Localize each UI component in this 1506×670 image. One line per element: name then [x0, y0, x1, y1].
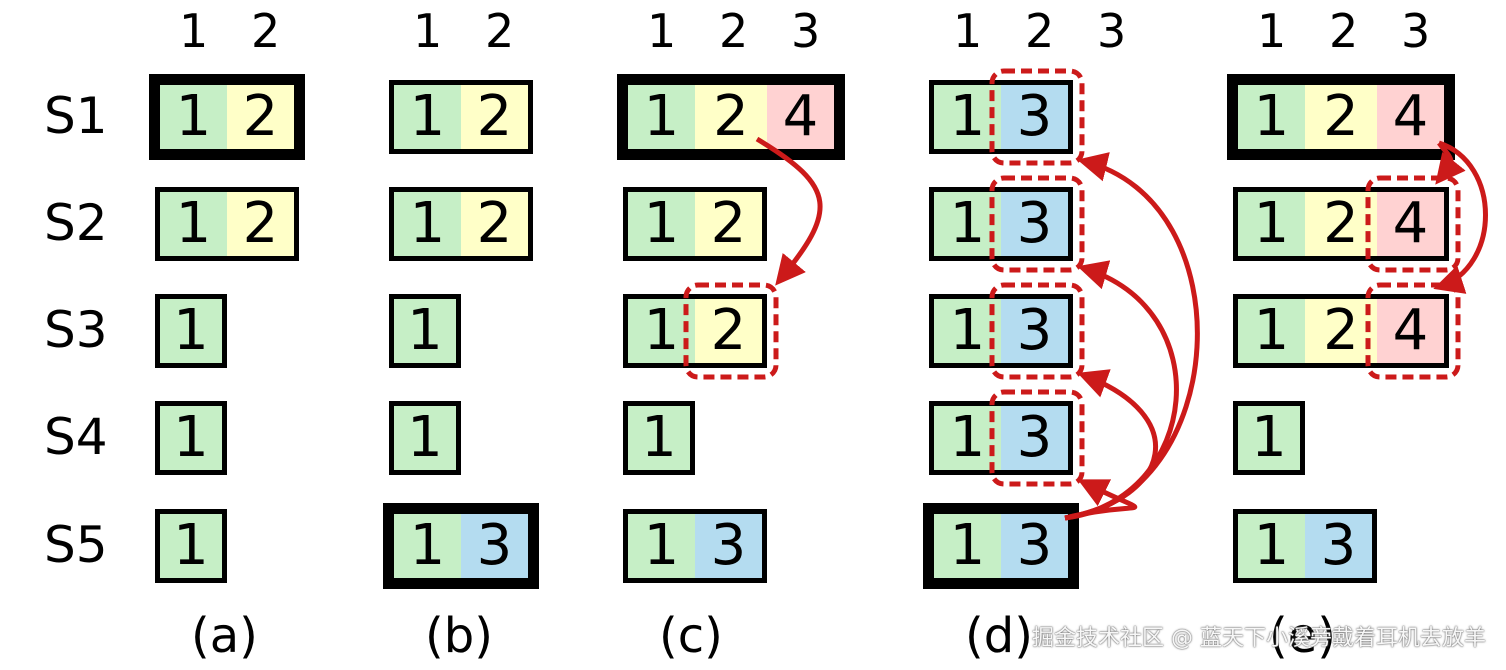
replication-arrow: [1064, 369, 1158, 521]
log-entry: 1: [1233, 509, 1310, 583]
replication-arrow: [1064, 479, 1138, 521]
panel-caption-1: (a): [191, 608, 258, 664]
log-entry: 3: [695, 509, 767, 583]
log-entry: 1: [929, 509, 1006, 583]
log-entry: 1: [623, 294, 700, 368]
replication-arrow: [1064, 152, 1200, 521]
log-entry: 2: [695, 294, 767, 368]
index-label-1-2: 2: [251, 4, 281, 58]
log-entry: 2: [1305, 187, 1382, 261]
server-label-s4: S4: [44, 408, 108, 466]
log-entry: 1: [1233, 187, 1310, 261]
log-entry: 1: [389, 80, 466, 154]
log-entry: 1: [623, 509, 700, 583]
index-label-3-3: 3: [791, 4, 821, 58]
index-label-3-2: 2: [719, 4, 749, 58]
panel-caption-4: (d): [965, 608, 1033, 664]
log-entry: 3: [1001, 294, 1073, 368]
server-label-s3: S3: [44, 301, 108, 359]
log-entry: 2: [1305, 294, 1382, 368]
log-entry: 3: [1001, 187, 1073, 261]
watermark: 掘金技术社区 @ 蓝天下小溪旁戴着耳机去放羊: [1032, 626, 1486, 651]
panel-caption-5: (e): [1269, 608, 1336, 664]
log-entry: 1: [1233, 80, 1310, 154]
log-entry: 3: [1305, 509, 1377, 583]
log-entry: 1: [1233, 294, 1310, 368]
log-entry: 2: [695, 80, 772, 154]
log-entry: 2: [227, 80, 299, 154]
log-entry: 1: [389, 187, 466, 261]
log-entry: 3: [1001, 401, 1073, 475]
server-label-s1: S1: [44, 87, 108, 145]
log-entry: 4: [1377, 80, 1449, 154]
log-entry: 2: [227, 187, 299, 261]
index-label-2-2: 2: [485, 4, 515, 58]
log-entry: 1: [155, 401, 227, 475]
panel-caption-2: (b): [425, 608, 493, 664]
log-entry: 4: [767, 80, 839, 154]
index-label-5-1: 1: [1257, 4, 1287, 58]
log-entry: 1: [155, 187, 232, 261]
log-entry: 2: [1305, 80, 1382, 154]
log-entry: 1: [929, 80, 1006, 154]
log-entry: 1: [389, 509, 466, 583]
index-label-2-1: 1: [413, 4, 443, 58]
log-entry: 1: [1233, 401, 1305, 475]
log-entry: 1: [389, 294, 461, 368]
log-entry: 1: [929, 401, 1006, 475]
log-entry: 1: [155, 294, 227, 368]
index-label-4-3: 3: [1097, 4, 1127, 58]
log-entry: 3: [1001, 80, 1073, 154]
index-label-5-3: 3: [1401, 4, 1431, 58]
log-entry: 1: [155, 80, 232, 154]
server-label-s2: S2: [44, 194, 108, 252]
log-entry: 1: [389, 401, 461, 475]
index-label-5-2: 2: [1329, 4, 1359, 58]
replication-arrow: [1064, 260, 1179, 521]
log-entry: 2: [461, 80, 533, 154]
log-entry: 2: [695, 187, 767, 261]
index-label-1-1: 1: [179, 4, 209, 58]
log-entry: 2: [461, 187, 533, 261]
log-entry: 4: [1377, 187, 1449, 261]
log-entry: 4: [1377, 294, 1449, 368]
index-label-4-1: 1: [953, 4, 983, 58]
log-entry: 3: [1001, 509, 1073, 583]
log-entry: 1: [929, 187, 1006, 261]
index-label-4-2: 2: [1025, 4, 1055, 58]
server-label-s5: S5: [44, 516, 108, 574]
panel-caption-3: (c): [659, 608, 723, 664]
log-entry: 1: [623, 187, 700, 261]
log-entry: 1: [623, 401, 695, 475]
log-entry: 1: [155, 509, 227, 583]
log-entry: 1: [929, 294, 1006, 368]
log-entry: 1: [623, 80, 700, 154]
log-entry: 3: [461, 509, 533, 583]
index-label-3-1: 1: [647, 4, 677, 58]
